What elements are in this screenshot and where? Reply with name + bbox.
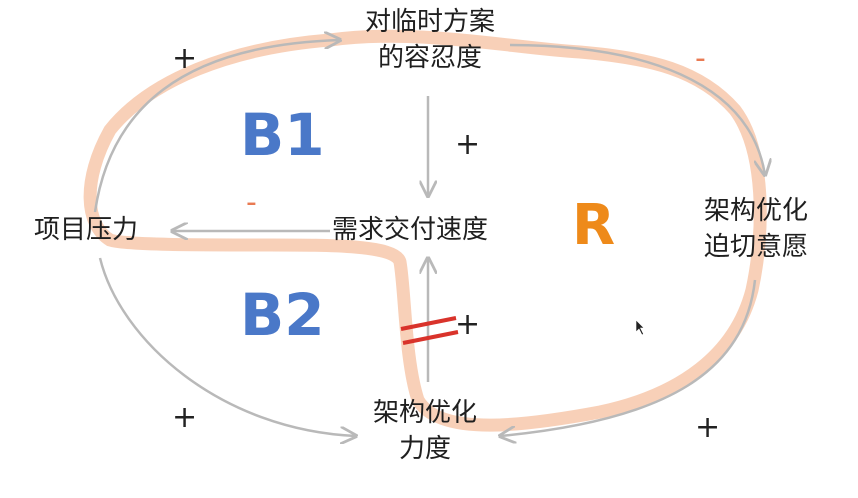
sign-effort-to-speed: +: [455, 307, 481, 342]
delay-mark-line-2: [402, 330, 459, 345]
node-tolerance: 对临时方案 的容忍度: [330, 4, 530, 76]
node-effort-line1: 架构优化: [372, 398, 477, 428]
node-tolerance-line1: 对临时方案: [364, 7, 495, 37]
arrow-tolerance-to-urgency: [509, 43, 765, 175]
node-pressure: 项目压力: [34, 215, 139, 245]
sign-pressure-to-effort: +: [172, 400, 198, 435]
sign-pressure-to-tolerance: +: [172, 41, 198, 76]
loop-label-r: R: [572, 193, 616, 258]
loop-label-b1: B1: [240, 101, 325, 169]
mouse-cursor-icon: [635, 319, 645, 336]
arrow-pressure-to-tolerance: [93, 40, 340, 213]
sign-tolerance-to-speed: +: [455, 127, 481, 162]
node-speed: 需求交付速度: [332, 215, 489, 245]
node-tolerance-line2: 的容忍度: [377, 43, 482, 73]
sign-urgency-to-effort: +: [695, 410, 721, 445]
sign-tolerance-to-urgency: -: [695, 41, 706, 76]
node-urgency-line2: 迫切意愿: [703, 232, 808, 262]
delay-mark-line-1: [400, 316, 457, 331]
arrow-pressure-to-effort: [98, 257, 356, 436]
loop-r-highlight: [83, 29, 767, 432]
loop-label-b2: B2: [240, 281, 325, 349]
node-urgency: 架构优化 迫切意愿: [686, 193, 826, 265]
node-effort-line2: 力度: [398, 434, 451, 464]
node-urgency-line1: 架构优化: [703, 196, 808, 226]
sign-speed-to-pressure: -: [246, 185, 257, 220]
arrow-urgency-to-effort: [500, 279, 757, 436]
node-effort: 架构优化 力度: [355, 395, 495, 467]
